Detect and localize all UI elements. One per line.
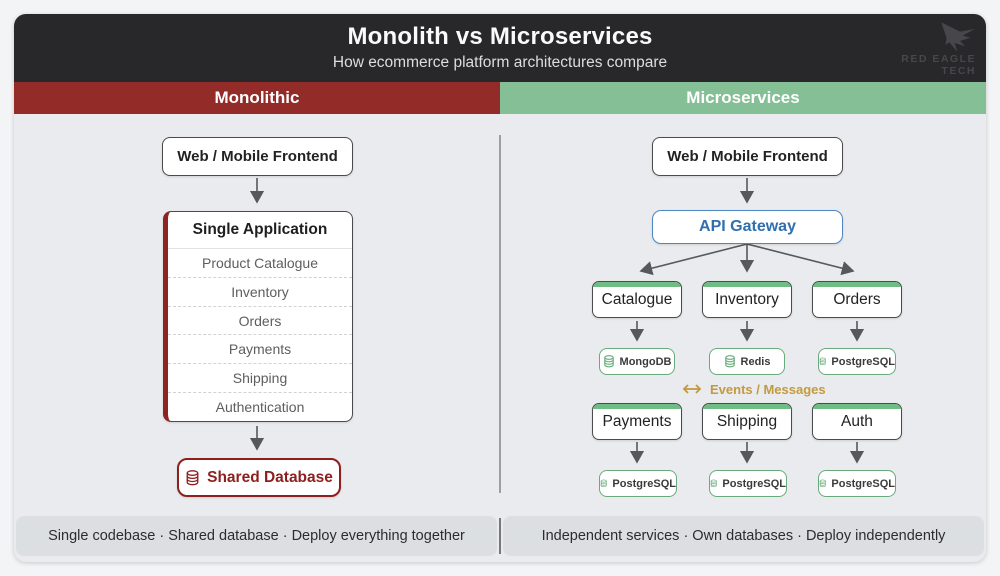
- module-product-catalogue: Product Catalogue: [168, 249, 352, 278]
- db-postgresql-pill: PostgreSQL: [818, 470, 896, 497]
- shared-database-box: Shared Database: [177, 458, 341, 497]
- db-postgresql-pill: PostgreSQL: [818, 348, 896, 375]
- footer-divider: [499, 518, 501, 554]
- monolith-summary-bar: Single codebase · Shared database · Depl…: [16, 516, 497, 556]
- module-inventory: Inventory: [168, 278, 352, 307]
- database-icon: [710, 479, 717, 488]
- service-catalogue-box: Catalogue: [592, 281, 682, 318]
- service-auth-label: Auth: [841, 412, 873, 430]
- service-catalogue-label: Catalogue: [601, 290, 673, 308]
- database-icon: [819, 357, 826, 366]
- db-postgresql-label: PostgreSQL: [831, 477, 895, 490]
- events-messages-text: Events / Messages: [710, 381, 826, 397]
- service-shipping-label: Shipping: [716, 412, 778, 430]
- module-orders: Orders: [168, 307, 352, 336]
- page-subtitle: How ecommerce platform architectures com…: [332, 54, 668, 72]
- events-arrow-icon: [682, 384, 702, 394]
- database-icon: [724, 355, 735, 368]
- monolith-frontend-box: Web / Mobile Frontend: [162, 137, 353, 176]
- db-mongodb-pill: MongoDB: [599, 348, 675, 375]
- service-orders-box: Orders: [812, 281, 902, 318]
- service-inventory-label: Inventory: [715, 290, 779, 308]
- db-mongodb-label: MongoDB: [619, 355, 672, 368]
- module-shipping: Shipping: [168, 364, 352, 394]
- service-accent-bar: [813, 282, 901, 287]
- service-shipping-box: Shipping: [702, 403, 792, 440]
- service-payments-label: Payments: [602, 412, 672, 430]
- database-icon: [186, 469, 199, 485]
- service-orders-label: Orders: [833, 290, 881, 308]
- service-accent-bar: [593, 282, 681, 287]
- api-gateway-box: API Gateway: [652, 210, 843, 244]
- shared-database-label: Shared Database: [207, 468, 333, 486]
- db-postgresql-label: PostgreSQL: [831, 355, 895, 368]
- header: Monolith vs Microservices How ecommerce …: [14, 14, 986, 82]
- db-redis-label: Redis: [740, 355, 771, 368]
- single-application-title: Single Application: [168, 212, 352, 249]
- band-monolithic: Monolithic: [14, 82, 500, 114]
- column-divider: [499, 135, 501, 493]
- page-title: Monolith vs Microservices: [347, 22, 653, 50]
- logo-text-line2: TECH: [941, 65, 976, 78]
- db-postgresql-label: PostgreSQL: [612, 477, 676, 490]
- service-accent-bar: [703, 282, 791, 287]
- module-authentication: Authentication: [215, 399, 305, 416]
- db-postgresql-pill: PostgreSQL: [599, 470, 677, 497]
- service-accent-bar: [703, 404, 791, 409]
- db-postgresql-label: PostgreSQL: [722, 477, 786, 490]
- micro-frontend-box: Web / Mobile Frontend: [652, 137, 843, 176]
- database-icon: [600, 479, 607, 488]
- service-accent-bar: [813, 404, 901, 409]
- service-inventory-box: Inventory: [702, 281, 792, 318]
- database-icon: [819, 479, 826, 488]
- brand-logo: RED EAGLE TECH: [886, 21, 976, 77]
- eagle-icon: [941, 22, 975, 52]
- single-application-box: Single Application Product Catalogue Inv…: [163, 211, 353, 422]
- microservices-summary-bar: Independent services · Own databases · D…: [503, 516, 984, 556]
- module-payments: Payments: [168, 335, 352, 365]
- logo-text-line1: RED EAGLE: [901, 53, 976, 65]
- db-postgresql-pill: PostgreSQL: [709, 470, 787, 497]
- service-auth-box: Auth: [812, 403, 902, 440]
- database-icon: [603, 355, 614, 368]
- db-redis-pill: Redis: [709, 348, 785, 375]
- band-microservices: Microservices: [500, 82, 986, 114]
- service-payments-box: Payments: [592, 403, 682, 440]
- service-accent-bar: [593, 404, 681, 409]
- events-messages-label: Events / Messages: [681, 380, 826, 398]
